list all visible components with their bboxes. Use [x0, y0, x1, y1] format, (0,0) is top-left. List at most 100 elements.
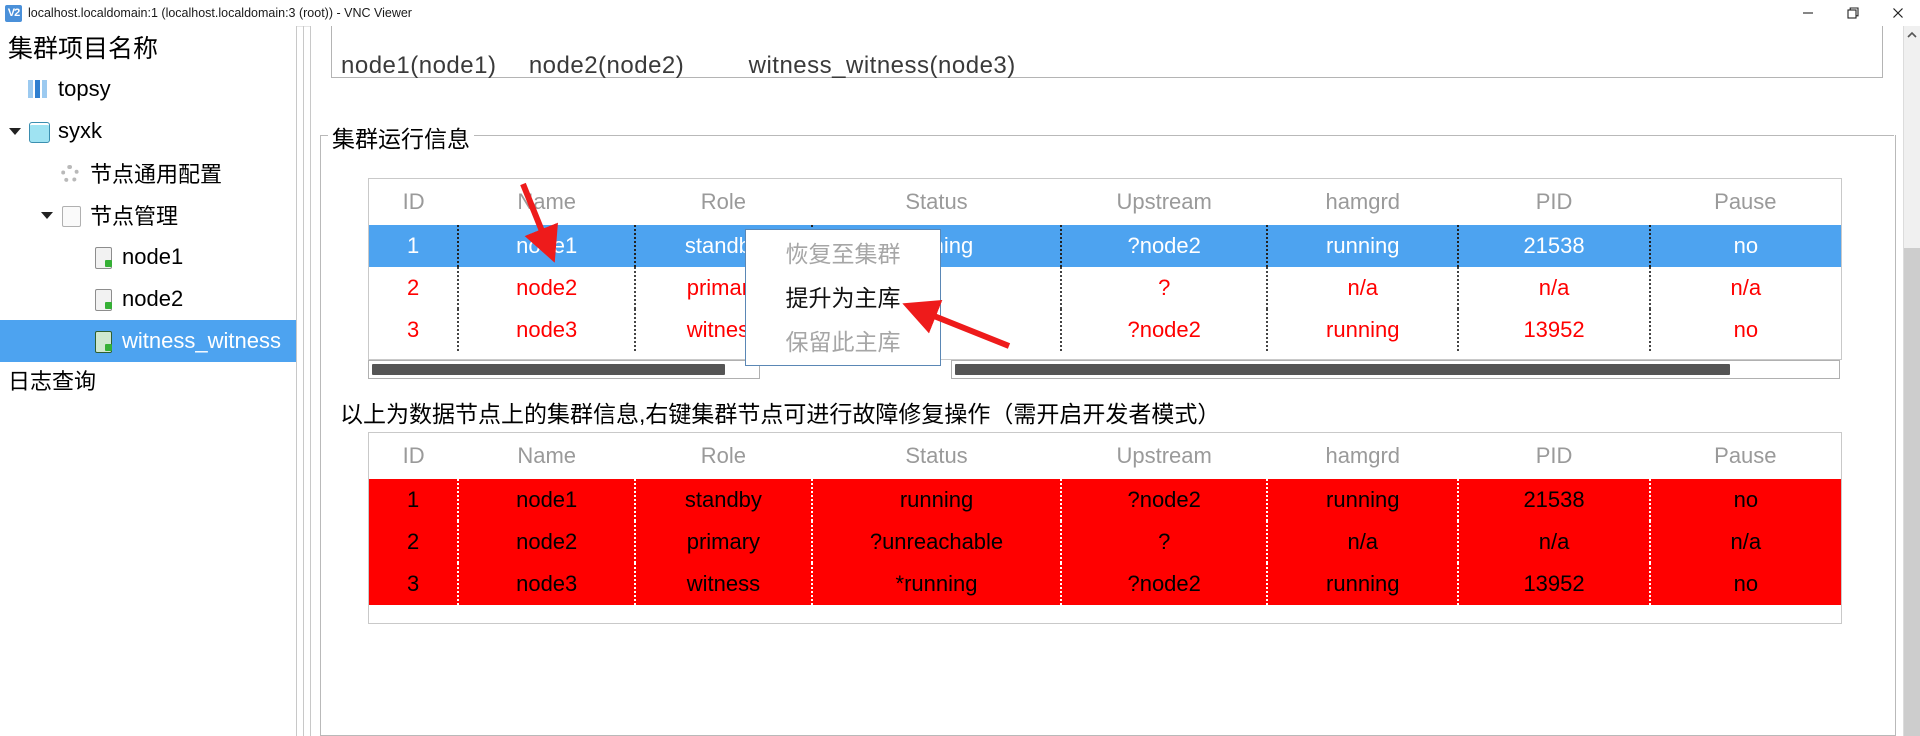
column-header-pid[interactable]: PID: [1458, 433, 1650, 479]
cell-role: primary: [634, 521, 812, 563]
cell-name: node1: [457, 479, 636, 521]
sidebar-item-syxk[interactable]: syxk: [0, 110, 296, 152]
column-header-upstream[interactable]: Upstream: [1061, 433, 1268, 479]
column-header-name[interactable]: Name: [458, 179, 636, 225]
cell-id: 3: [369, 563, 459, 605]
scroll-up-arrow-icon[interactable]: [1904, 26, 1920, 43]
cell-pause: no: [1648, 563, 1841, 605]
cluster-icon-glyph: [28, 80, 48, 98]
witness-icon: [90, 329, 116, 353]
chevron-down-icon[interactable]: [36, 210, 58, 220]
sidebar-item-witness_witness[interactable]: witness_witness: [0, 320, 296, 362]
column-header-role[interactable]: Role: [635, 179, 812, 225]
cell-hamgrd: n/a: [1266, 521, 1459, 563]
cell-pause: no: [1648, 479, 1841, 521]
column-header-id[interactable]: ID: [369, 433, 459, 479]
node-list-line: node1(node1) node2(node2) witness_witnes…: [341, 52, 1016, 80]
sidebar-item-label: node1: [122, 244, 184, 269]
main-panel: node1(node1) node2(node2) witness_witnes…: [311, 26, 1903, 736]
cluster-icon: [26, 77, 52, 101]
node-icon-glyph: [95, 289, 112, 311]
column-header-id[interactable]: ID: [369, 179, 459, 225]
cell-status: running: [810, 479, 1062, 521]
cell-name: node3: [457, 309, 636, 351]
sidebar-item-node1[interactable]: node1: [0, 236, 296, 278]
context-menu-item-2: 保留此主库: [785, 329, 901, 355]
minimize-button[interactable]: [1785, 0, 1830, 26]
node-icon: [90, 287, 116, 311]
pane-divider-3: [310, 26, 311, 736]
restore-button[interactable]: [1830, 0, 1875, 26]
column-header-pause[interactable]: Pause: [1649, 433, 1841, 479]
cell-pause: n/a: [1648, 267, 1841, 309]
help-note: 以上为数据节点上的集群信息,右键集群节点可进行故障修复操作（需开启开发者模式）: [340, 401, 1221, 427]
chevron-down-icon[interactable]: [4, 126, 26, 136]
window-controls: [1785, 0, 1920, 26]
cell-hamgrd: running: [1266, 309, 1459, 351]
node-list-box: [331, 26, 1883, 78]
cell-pause: n/a: [1648, 521, 1841, 563]
column-header-upstream[interactable]: Upstream: [1061, 179, 1268, 225]
cell-upstream: ?node2: [1060, 563, 1268, 605]
sidebar-item-节点管理[interactable]: 节点管理: [0, 194, 296, 236]
pane-divider-2[interactable]: [303, 26, 304, 736]
sidebar-item-节点通用配置[interactable]: 节点通用配置: [0, 152, 296, 194]
window-titlebar: V2 localhost.localdomain:1 (localhost.lo…: [0, 0, 1920, 27]
column-header-pid[interactable]: PID: [1458, 179, 1650, 225]
close-button[interactable]: [1875, 0, 1920, 26]
table1-hscrollbar-left[interactable]: [368, 360, 760, 379]
cell-pid: 21538: [1457, 479, 1650, 521]
node-context-menu[interactable]: 恢复至集群提升为主库保留此主库: [745, 229, 941, 366]
node-list-item-1: node2(node2): [528, 52, 685, 79]
node-list-item-0: node1(node1): [341, 52, 497, 79]
column-header-pause[interactable]: Pause: [1649, 179, 1841, 225]
column-header-status[interactable]: Status: [811, 179, 1062, 225]
cell-pid: 13952: [1457, 309, 1650, 351]
pane-divider-1[interactable]: [296, 26, 297, 736]
context-menu-item-1[interactable]: 提升为主库: [785, 285, 901, 311]
scroll-thumb[interactable]: [1904, 248, 1920, 736]
column-header-hamgrd[interactable]: hamgrd: [1267, 179, 1459, 225]
cell-id: 1: [369, 225, 459, 267]
column-header-status[interactable]: Status: [811, 433, 1062, 479]
cell-pause: no: [1648, 309, 1841, 351]
cell-id: 2: [369, 521, 459, 563]
cell-name: node3: [457, 563, 636, 605]
cell-upstream: ?: [1060, 267, 1268, 309]
column-header-name[interactable]: Name: [458, 433, 636, 479]
node-list-item-2: witness_witness(node3): [748, 52, 1016, 79]
group-border-right: [463, 135, 1894, 136]
main-vscrollbar[interactable]: [1903, 26, 1920, 736]
cell-role: standby: [634, 479, 812, 521]
sidebar-item-topsy[interactable]: topsy: [0, 68, 296, 110]
column-header-role[interactable]: Role: [635, 433, 812, 479]
cell-hamgrd: n/a: [1266, 267, 1459, 309]
cell-name: node2: [457, 521, 636, 563]
sidebar-item-log-query[interactable]: 日志查询: [8, 369, 97, 394]
group-border-left: [320, 135, 332, 136]
database-icon-glyph: [29, 122, 50, 143]
sidebar-item-node2[interactable]: node2: [0, 278, 296, 320]
sidebar-item-label: syxk: [58, 118, 102, 143]
cell-id: 3: [369, 309, 459, 351]
cell-hamgrd: running: [1266, 225, 1459, 267]
cell-pid: 13952: [1457, 563, 1650, 605]
cell-pause: no: [1648, 225, 1841, 267]
cell-name: node2: [457, 267, 636, 309]
node-icon: [90, 245, 116, 269]
cell-upstream: ?node2: [1060, 309, 1268, 351]
column-header-hamgrd[interactable]: hamgrd: [1267, 433, 1459, 479]
table1-hscrollbar-right[interactable]: [951, 360, 1840, 379]
scroll-thumb[interactable]: [955, 364, 1730, 375]
node-manager-icon: [58, 203, 84, 227]
scroll-thumb[interactable]: [372, 364, 725, 375]
